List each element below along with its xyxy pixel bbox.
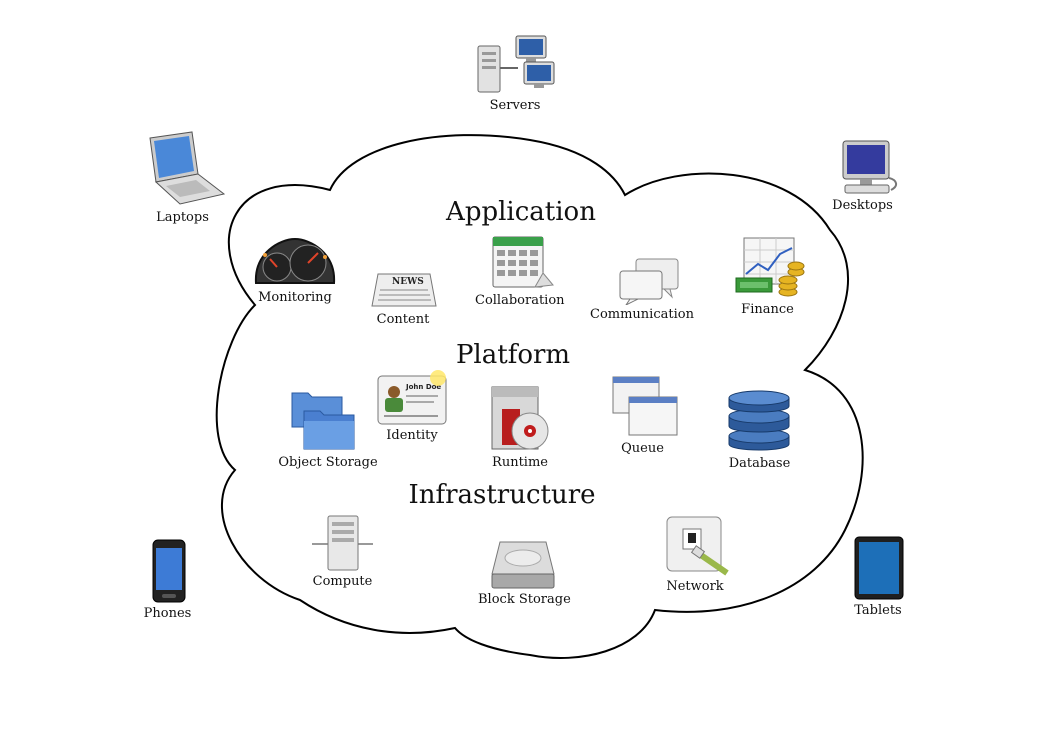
newspaper-icon: NEWS bbox=[371, 273, 437, 307]
tablets-node: Tablets bbox=[843, 535, 913, 618]
network-node: Network bbox=[655, 515, 735, 594]
monitoring-node: Monitoring bbox=[250, 233, 340, 305]
finance-chart-icon bbox=[735, 237, 805, 297]
infrastructure-layer-title: Infrastructure bbox=[408, 480, 596, 510]
laptop-icon bbox=[149, 131, 225, 205]
chat-bubbles-icon bbox=[619, 258, 679, 305]
application-layer-title: Application bbox=[446, 197, 596, 227]
server-tower-icon bbox=[312, 515, 373, 571]
object-storage-label: Object Storage bbox=[278, 455, 378, 470]
laptops-label: Laptops bbox=[156, 210, 209, 225]
finance-label: Finance bbox=[741, 302, 794, 317]
tablets-label: Tablets bbox=[854, 603, 902, 618]
queue-windows-icon bbox=[612, 376, 678, 436]
object-storage-node: Object Storage bbox=[278, 385, 378, 470]
phone-icon bbox=[152, 539, 186, 603]
calendar-icon bbox=[492, 236, 554, 288]
servers-icon bbox=[477, 35, 555, 93]
network-label: Network bbox=[666, 579, 724, 594]
network-port-icon bbox=[666, 516, 729, 576]
gauge-icon bbox=[254, 237, 336, 284]
servers-node: Servers bbox=[470, 32, 560, 113]
identity-node: John Doe Identity bbox=[372, 368, 452, 443]
block-storage-node: Block Storage bbox=[478, 538, 571, 607]
runtime-box-icon bbox=[491, 386, 549, 450]
tablet-icon bbox=[854, 536, 904, 600]
compute-node: Compute bbox=[310, 514, 375, 589]
collaboration-label: Collaboration bbox=[475, 293, 565, 308]
desktops-node: Desktops bbox=[825, 138, 900, 213]
id-card-icon: John Doe bbox=[377, 370, 447, 425]
content-label: Content bbox=[376, 312, 430, 327]
block-storage-label: Block Storage bbox=[478, 592, 571, 607]
compute-label: Compute bbox=[312, 574, 373, 589]
id-card-name: John Doe bbox=[405, 383, 441, 391]
communication-label: Communication bbox=[590, 307, 694, 322]
communication-node: Communication bbox=[590, 255, 694, 322]
desktops-label: Desktops bbox=[832, 198, 893, 213]
database-icon bbox=[728, 390, 790, 451]
hard-drive-icon bbox=[491, 541, 555, 589]
phones-node: Phones bbox=[140, 538, 195, 621]
queue-node: Queue bbox=[605, 375, 680, 456]
newspaper-title: NEWS bbox=[392, 277, 424, 287]
platform-layer-title: Platform bbox=[455, 340, 571, 370]
desktop-icon bbox=[842, 140, 897, 194]
runtime-node: Runtime bbox=[480, 385, 560, 470]
identity-label: Identity bbox=[386, 428, 438, 443]
database-node: Database bbox=[727, 388, 792, 471]
runtime-label: Runtime bbox=[492, 455, 548, 470]
phones-label: Phones bbox=[143, 606, 192, 621]
laptops-node: Laptops bbox=[140, 128, 225, 225]
servers-label: Servers bbox=[489, 98, 541, 113]
content-node: NEWS Content bbox=[368, 270, 438, 327]
database-label: Database bbox=[728, 456, 791, 471]
monitoring-label: Monitoring bbox=[258, 290, 332, 305]
queue-label: Queue bbox=[621, 441, 664, 456]
folders-icon bbox=[291, 392, 355, 450]
finance-node: Finance bbox=[730, 234, 805, 317]
collaboration-node: Collaboration bbox=[475, 233, 565, 308]
